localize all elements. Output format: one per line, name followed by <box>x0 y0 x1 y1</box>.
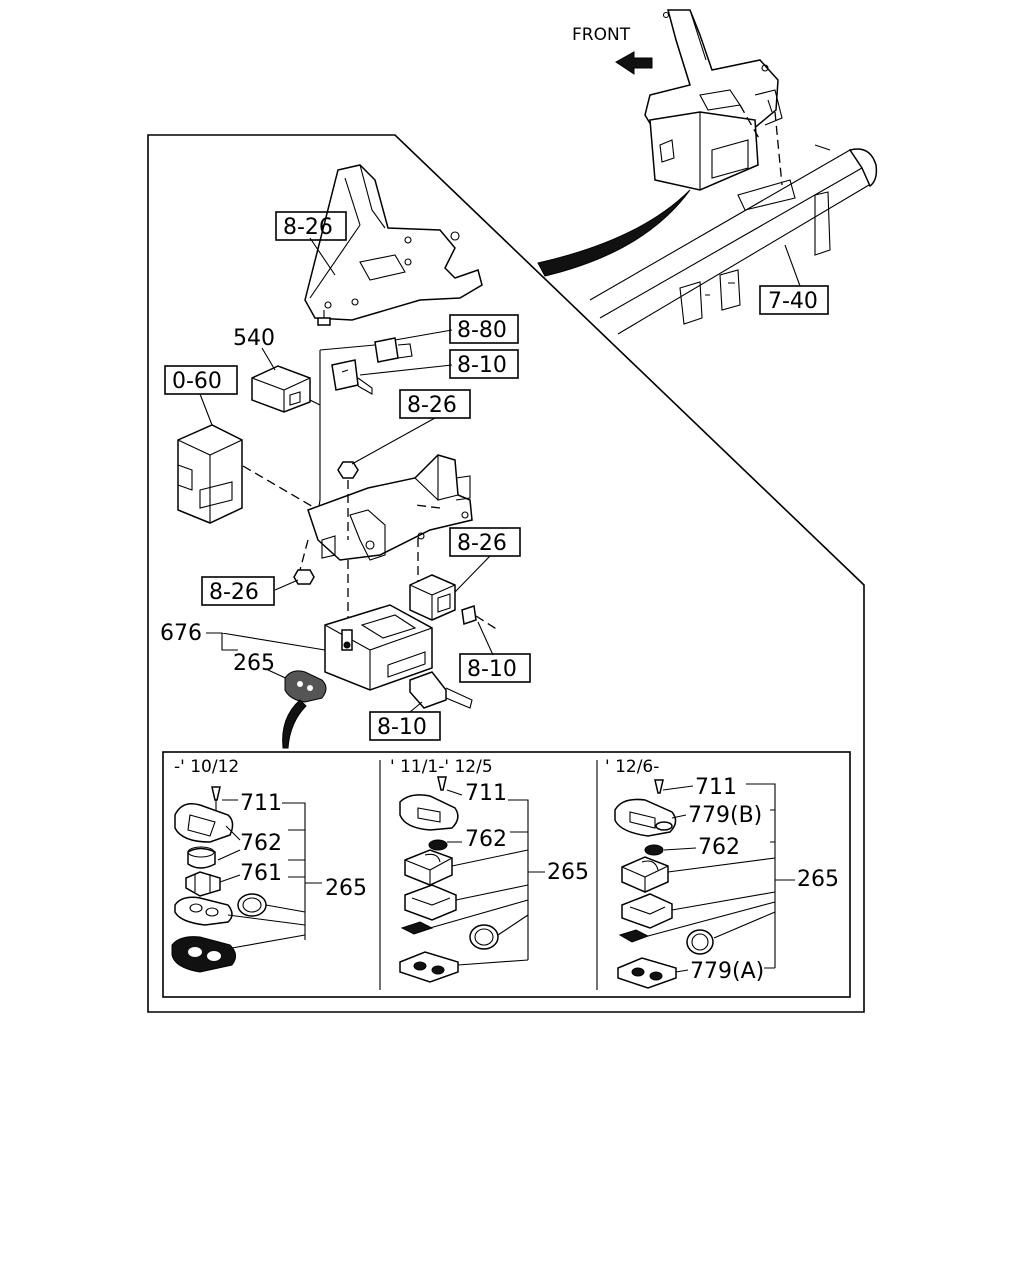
svg-text:8-26: 8-26 <box>283 215 333 240</box>
svg-text:8-26: 8-26 <box>209 580 259 605</box>
svg-text:' 11/1-' 12/5: ' 11/1-' 12/5 <box>390 757 493 777</box>
overview-crossbeam <box>589 144 878 335</box>
variant-1-leaders <box>217 799 322 949</box>
variant-2: ' 11/1-' 12/5 711 762 265 <box>390 757 589 983</box>
connector-8-10-right: 8-10 <box>459 605 531 683</box>
variant-3: ' 12/6- 711 <box>605 757 839 989</box>
front-arrow-icon <box>615 51 653 75</box>
middle-bracket <box>307 454 473 561</box>
wire-harness <box>299 344 376 526</box>
svg-text:7-40: 7-40 <box>768 289 818 314</box>
svg-text:8-26: 8-26 <box>407 393 457 418</box>
svg-text:' 12/6-: ' 12/6- <box>605 757 659 777</box>
svg-text:265: 265 <box>233 651 275 676</box>
svg-text:779(A): 779(A) <box>690 959 764 984</box>
svg-text:-' 10/12: -' 10/12 <box>174 757 239 777</box>
svg-text:8-10: 8-10 <box>457 353 507 378</box>
svg-text:8-10: 8-10 <box>467 657 517 682</box>
variant-3-parts <box>614 779 714 989</box>
svg-text:711: 711 <box>465 781 507 806</box>
relay-8-26-right: 8-26 <box>409 527 521 621</box>
svg-text:676: 676 <box>160 621 202 646</box>
svg-text:265: 265 <box>547 860 589 885</box>
connector-8-10-upper: 8-10 <box>331 349 519 395</box>
connector-8-10-bottom: 8-10 <box>369 671 473 741</box>
front-label: FRONT <box>572 25 631 45</box>
svg-text:0-60: 0-60 <box>172 369 222 394</box>
detail-swoosh-arrow-icon <box>537 189 691 277</box>
svg-text:762: 762 <box>240 831 282 856</box>
svg-text:265: 265 <box>325 876 367 901</box>
variants-panel-frame <box>162 751 851 998</box>
part-540-relay: 540 <box>233 326 311 413</box>
callout-8-26-top: 8-26 <box>275 211 347 276</box>
overview-bracket-assembly <box>644 9 783 191</box>
label-676-and-265: 676 265 <box>160 621 326 681</box>
svg-text:762: 762 <box>465 827 507 852</box>
variant-3-leaders <box>647 783 795 973</box>
connector-8-80: 8-80 <box>374 314 519 363</box>
svg-text:779(B): 779(B) <box>688 803 762 828</box>
svg-text:711: 711 <box>240 791 282 816</box>
svg-text:761: 761 <box>240 861 282 886</box>
module-0-60: 0-60 <box>164 365 243 524</box>
variant-2-leaders <box>429 789 545 966</box>
part-676-control-unit <box>324 604 433 691</box>
key-fob-265 <box>284 670 327 703</box>
variant-2-parts <box>399 776 499 983</box>
svg-text:711: 711 <box>695 775 737 800</box>
callout-8-26-left: 8-26 <box>201 569 315 606</box>
svg-text:8-10: 8-10 <box>377 715 427 740</box>
svg-text:8-80: 8-80 <box>457 318 507 343</box>
svg-text:8-26: 8-26 <box>457 531 507 556</box>
variant-pointer-arrow-icon <box>282 699 307 749</box>
svg-text:265: 265 <box>797 867 839 892</box>
callout-8-26-mid: 8-26 <box>337 389 471 479</box>
variant-1: -' 10/12 711 762 <box>171 757 367 973</box>
callout-7-40: 7-40 <box>759 244 829 315</box>
main-panel-frame <box>147 134 865 1013</box>
upper-bracket <box>304 164 483 326</box>
svg-text:762: 762 <box>698 835 740 860</box>
variant-1-parts <box>171 786 267 973</box>
svg-text:540: 540 <box>233 326 275 351</box>
